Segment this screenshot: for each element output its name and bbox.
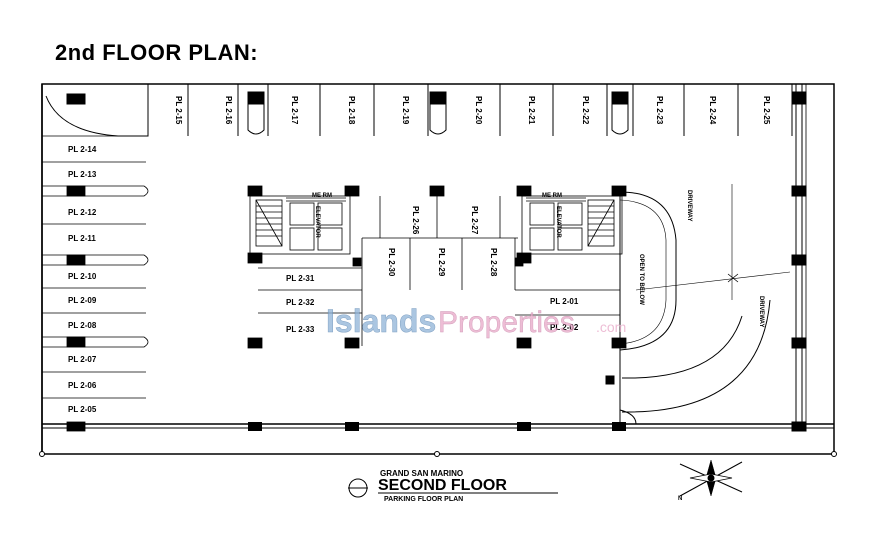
watermark-part2: Properties [438,306,575,339]
stall-label: PL 2-22 [581,96,590,125]
center-upper-stalls [362,185,518,239]
open-to-below-label: OPEN TO BELOW [638,254,644,305]
watermark-part1: Islands [326,303,436,339]
center-upper-labels: PL 2-26 PL 2-27 [411,206,479,235]
compass-icon: N [678,459,743,502]
stall-label: PL 2-24 [708,96,717,125]
stall-label: PL 2-32 [286,298,315,307]
right-core [516,185,627,264]
stall-label: PL 2-23 [655,96,664,125]
corner-ramp [42,83,149,137]
compass-north: N [678,496,682,502]
stall-label: PL 2-21 [527,96,536,125]
elevator-label: ELEVATOR [555,206,561,238]
left-column-stalls [42,135,149,432]
stall-label: PL 2-13 [68,170,97,179]
stall-label: PL 2-06 [68,381,97,390]
stall-label: PL 2-28 [489,248,498,277]
driveway-ramp [605,184,807,432]
stall-label: PL 2-07 [68,355,97,364]
grid-line [39,451,837,457]
stall-label: PL 2-10 [68,272,97,281]
stall-label: PL 2-26 [411,206,420,235]
stall-label: PL 2-20 [474,96,483,125]
stall-label: PL 2-18 [347,96,356,125]
watermark-part3: .com [596,319,626,335]
stall-label: PL 2-08 [68,321,97,330]
stall-label: PL 2-15 [174,96,183,125]
stall-label: PL 2-25 [762,96,771,125]
center-row-labels: PL 2-31 PL 2-32 PL 2-33 PL 2-01 PL 2-02 [286,274,579,334]
stall-label: PL 2-02 [550,323,579,332]
me-room-label: ME RM [312,193,332,199]
left-column-labels: PL 2-14 PL 2-13 PL 2-12 PL 2-11 PL 2-10 … [68,145,97,414]
stall-label: PL 2-12 [68,208,97,217]
stall-label: PL 2-31 [286,274,315,283]
project-name: GRAND SAN MARINO [380,469,463,478]
left-core [247,185,360,264]
driveway-label: DRIVEWAY [758,296,764,327]
title-block: GRAND SAN MARINO SECOND FLOOR PARKING FL… [348,469,558,503]
top-row-labels: PL 2-15 PL 2-16 PL 2-17 PL 2-18 PL 2-19 … [174,96,771,125]
stall-label: PL 2-27 [470,206,479,235]
stall-label: PL 2-17 [290,96,299,125]
watermark: Islands Properties .com [326,303,627,340]
stall-label: PL 2-11 [68,234,96,243]
stall-label: PL 2-01 [550,297,579,306]
drawing-title: SECOND FLOOR [378,477,507,494]
driveway-label: DRIVEWAY [686,190,692,221]
me-room-label: ME RM [542,193,562,199]
stall-label: PL 2-29 [437,248,446,277]
drawing-subtitle: PARKING FLOOR PLAN [384,496,463,503]
bottom-columns [248,422,626,431]
center-lower-stalls [247,238,627,349]
page-heading: 2nd FLOOR PLAN: [55,40,259,65]
stall-label: PL 2-05 [68,405,97,414]
room-labels: ME RM ME RM ELEVATOR ELEVATOR DRIVEWAY D… [312,190,764,327]
center-lower-labels: PL 2-30 PL 2-29 PL 2-28 [387,248,498,277]
stall-label: PL 2-33 [286,325,315,334]
stall-label: PL 2-14 [68,145,97,154]
stall-label: PL 2-19 [401,96,410,125]
top-row-stalls [147,84,807,136]
stall-label: PL 2-09 [68,296,97,305]
elevator-label: ELEVATOR [314,206,320,238]
stall-label: PL 2-16 [224,96,233,125]
stall-label: PL 2-30 [387,248,396,277]
